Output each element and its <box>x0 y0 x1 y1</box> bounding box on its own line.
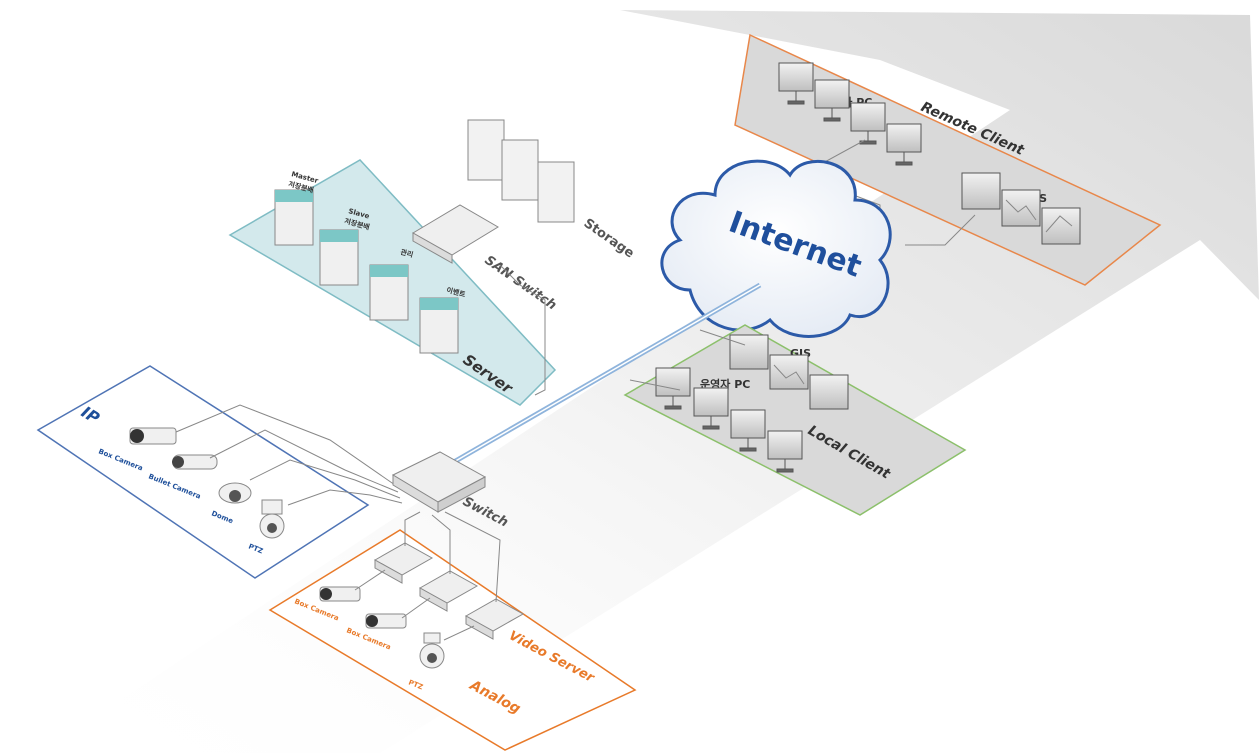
server-event-icon <box>419 297 459 354</box>
video-server-icon <box>373 542 434 584</box>
ip-zone: IP Box Camera Bullet Camera Dome PTZ <box>36 365 403 579</box>
storage-icon <box>537 161 575 223</box>
remote-gis-screens <box>961 172 1081 245</box>
video-server-icon <box>464 598 525 640</box>
gis-screen-icon <box>961 172 1001 210</box>
internet-cloud: Internet <box>660 159 892 338</box>
monitor-icon <box>730 409 766 452</box>
gis-screen-icon <box>769 354 809 390</box>
video-server-units <box>373 542 525 640</box>
ptz-camera-icon <box>259 499 285 539</box>
gis-screen-icon <box>1001 189 1041 227</box>
storage-group: Storage <box>467 119 637 262</box>
remote-monitors <box>778 62 922 166</box>
analog-link-lines <box>354 511 501 641</box>
box-camera-icon <box>365 613 407 629</box>
server-master-icon <box>274 189 314 246</box>
monitor-icon <box>850 102 886 145</box>
gis-screen-icon <box>729 334 769 370</box>
box-camera-icon <box>319 586 361 602</box>
analog-zone: Analog Video Server Box Camera Box Camer… <box>268 511 637 751</box>
gis-screen-icon <box>809 374 849 410</box>
dome-camera-icon <box>218 482 252 504</box>
video-server-icon <box>418 570 479 612</box>
bullet-camera-icon <box>172 454 218 470</box>
local-gis-screens <box>729 334 849 410</box>
monitor-icon <box>655 367 691 410</box>
gis-screen-icon <box>1041 207 1081 245</box>
remote-link-line <box>905 214 976 246</box>
server-slave-icon <box>319 229 359 286</box>
ip-link-lines <box>175 404 403 506</box>
server-zone: Server Master 저장분배 Slave 저장분배 관리 이벤트 <box>228 159 557 406</box>
monitor-icon <box>886 123 922 166</box>
server-towers <box>274 189 459 354</box>
storage-icon <box>467 119 505 181</box>
local-monitors <box>655 367 803 473</box>
admin-label: 관리 <box>399 247 414 259</box>
monitor-icon <box>778 62 814 105</box>
monitor-icon <box>767 430 803 473</box>
box-camera-icon <box>129 427 177 445</box>
ptz-camera-icon <box>419 632 445 669</box>
monitor-icon <box>693 387 729 430</box>
local-client-zone: Local Client 운영자 PC GIS <box>623 324 967 516</box>
server-admin-icon <box>369 264 409 321</box>
storage-label: Storage <box>581 216 637 262</box>
storage-icon <box>501 139 539 201</box>
monitor-icon <box>814 79 850 122</box>
backbone-links <box>438 264 762 473</box>
